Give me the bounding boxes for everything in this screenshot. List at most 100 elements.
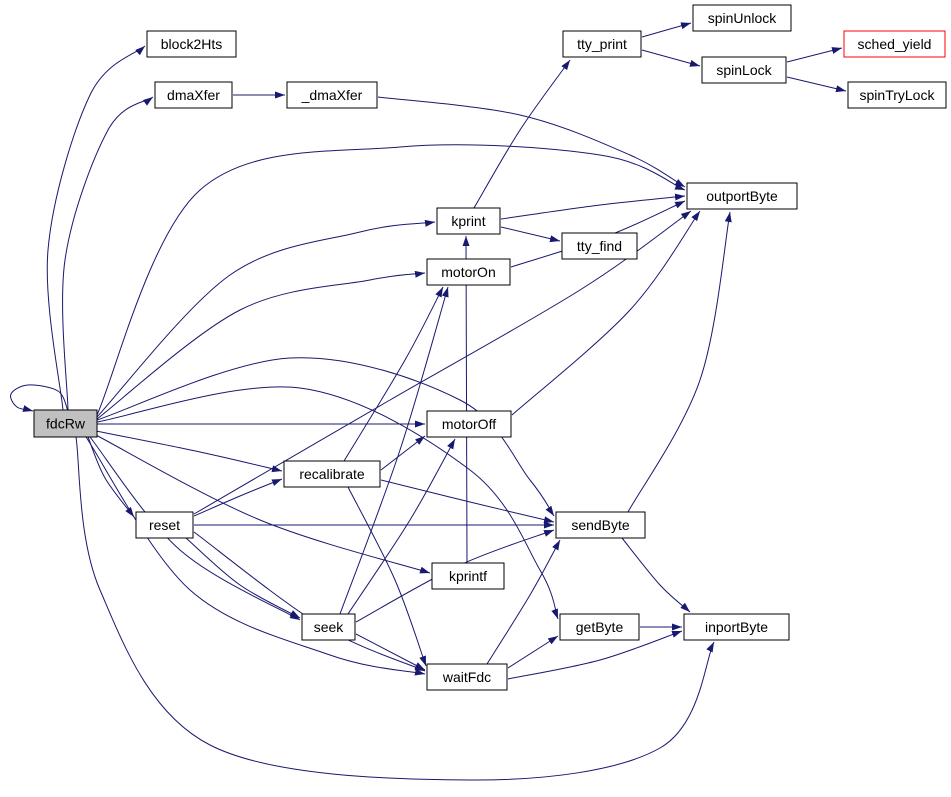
node-box <box>683 613 790 641</box>
node-spinUnlock[interactable]: spinUnlock <box>692 4 792 32</box>
node-box <box>559 613 640 641</box>
node-tty_find[interactable]: tty_find <box>561 232 638 260</box>
node-label: spinUnlock <box>708 10 777 26</box>
edge-reset-to-recalibrate <box>193 478 283 517</box>
edge-fdcRw-to-dmaXfer <box>62 96 154 411</box>
edge-fdcRw-to-outportByte <box>96 144 686 416</box>
node-box <box>686 182 798 210</box>
node-recalibrate[interactable]: recalibrate <box>283 460 381 488</box>
node-reset[interactable]: reset <box>135 511 194 539</box>
node-box <box>135 511 194 539</box>
node-waitFdc[interactable]: waitFdc <box>426 663 508 691</box>
node-box <box>555 511 646 539</box>
nodes-layer: fdcRwblock2HtsdmaXfer_dmaXfertty_printsp… <box>33 4 947 691</box>
node-label: getByte <box>576 619 624 635</box>
edge-recalibrate-to-sendByte <box>380 479 555 524</box>
node-getByte[interactable]: getByte <box>559 613 640 641</box>
node-box <box>701 56 787 84</box>
node-sendByte[interactable]: sendByte <box>555 511 646 539</box>
node-box <box>283 460 381 488</box>
node-box <box>847 81 947 109</box>
node-spinLock[interactable]: spinLock <box>701 56 787 84</box>
node-kprint[interactable]: kprint <box>436 207 501 235</box>
node-label: fdcRw <box>46 416 86 432</box>
node-label: motorOn <box>441 264 495 280</box>
edge-kprint-to-outportByte <box>500 193 686 220</box>
node-label: kprintf <box>449 568 487 584</box>
node-label: motorOff <box>442 416 496 432</box>
node-box <box>843 30 946 58</box>
edge-waitFdc-to-inportByte <box>507 630 683 680</box>
edge-spinLock-to-sched_yield <box>786 47 843 63</box>
edge-recalibrate-to-motorOff <box>380 435 426 471</box>
node-motorOn[interactable]: motorOn <box>426 258 511 286</box>
node-fdcRw: fdcRw <box>33 409 98 438</box>
node-label: _dmaXfer <box>301 87 363 103</box>
edge-fdcRw-to-seek <box>89 436 301 621</box>
edge-kprint-to-tty_print <box>473 59 571 209</box>
node-label: outportByte <box>706 188 778 204</box>
node-box <box>436 207 501 235</box>
edge-motorOff-to-outportByte <box>511 210 701 416</box>
node-kprintf[interactable]: kprintf <box>431 562 505 590</box>
node-label: sendByte <box>571 517 630 533</box>
edge-kprintf-to-kprint <box>462 235 470 564</box>
node-box <box>426 410 512 438</box>
edge-fdcRw-to-motorOn <box>96 270 426 420</box>
node-box <box>692 4 792 32</box>
node-label: reset <box>149 517 180 533</box>
edge-fdcRw-to-waitFdc <box>85 436 426 676</box>
edge-sendByte-to-inportByte <box>621 537 691 613</box>
edge-_dmaXfer-to-outportByte <box>377 96 686 188</box>
node-label: inportByte <box>705 619 768 635</box>
edge-waitFdc-to-getByte <box>507 635 559 669</box>
node-box <box>426 663 508 691</box>
node-_dmaXfer[interactable]: _dmaXfer <box>286 81 378 109</box>
node-box <box>562 30 642 58</box>
node-tty_print[interactable]: tty_print <box>562 30 642 58</box>
edge-fdcRw-to-inportByte <box>75 436 715 781</box>
edge-fdcRw-to-recalibrate <box>95 430 283 473</box>
edge-fdcRw-to-getByte <box>96 386 559 620</box>
node-outportByte[interactable]: outportByte <box>686 182 798 210</box>
edge-recalibrate-to-waitFdc <box>347 486 427 667</box>
edge-recalibrate-to-motorOn <box>343 286 444 462</box>
edge-reset-to-waitFdc <box>193 531 426 672</box>
node-box <box>561 232 638 260</box>
node-label: tty_find <box>577 238 622 254</box>
node-dmaXfer[interactable]: dmaXfer <box>154 81 233 109</box>
node-label: waitFdc <box>442 669 491 685</box>
node-spinTryLock[interactable]: spinTryLock <box>847 81 947 109</box>
edge-fdcRw-to-kprint <box>96 219 436 418</box>
node-box <box>286 81 378 109</box>
node-label: spinLock <box>716 62 772 78</box>
node-label: tty_print <box>577 36 627 52</box>
node-label: spinTryLock <box>860 87 936 103</box>
edge-fdcRw-to-kprintf <box>93 433 431 574</box>
node-sched_yield[interactable]: sched_yield <box>843 30 946 58</box>
node-box <box>154 81 233 109</box>
node-label: kprint <box>451 213 485 229</box>
node-box <box>146 30 237 58</box>
node-box <box>431 562 505 590</box>
edge-fdcRw-to-fdcRw <box>10 384 69 412</box>
edge-reset-to-seek <box>185 537 301 619</box>
node-block2Hts[interactable]: block2Hts <box>146 30 237 58</box>
node-motorOff[interactable]: motorOff <box>426 410 512 438</box>
edge-seek-to-motorOff <box>347 438 456 615</box>
node-label: seek <box>314 619 345 635</box>
node-seek[interactable]: seek <box>301 613 356 641</box>
edge-fdcRw-to-sendByte <box>96 357 555 517</box>
edge-spinLock-to-spinTryLock <box>786 76 847 93</box>
edge-seek-to-waitFdc <box>355 633 426 671</box>
edge-sendByte-to-outportByte <box>627 211 732 513</box>
edge-seek-to-motorOn <box>339 286 449 615</box>
edge-fdcRw-to-block2Hts <box>46 45 146 411</box>
edge-tty_print-to-spinLock <box>641 49 701 67</box>
node-box <box>426 258 511 286</box>
node-label: dmaXfer <box>167 87 220 103</box>
node-inportByte[interactable]: inportByte <box>683 613 790 641</box>
node-label: sched_yield <box>858 36 932 52</box>
